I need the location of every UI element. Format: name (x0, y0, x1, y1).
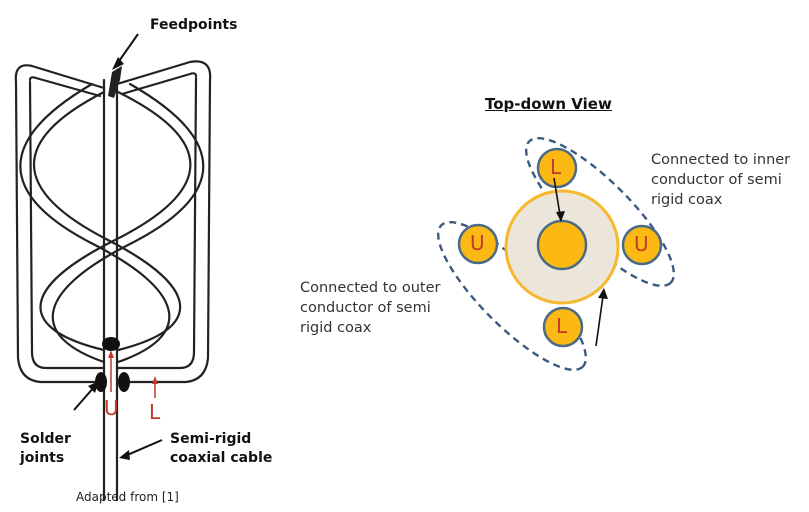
u-arrow-head (108, 350, 114, 358)
helix-strand-1 (39, 90, 192, 352)
inner-conductor-note: Connected to inner conductor of semi rig… (651, 150, 790, 210)
solder-arrow (73, 385, 96, 411)
helix-strand-2 (33, 90, 182, 352)
helix-loop-outer-c (115, 60, 212, 384)
solder-joints-label: Solder joints (20, 430, 71, 468)
inner-note-line-3: rigid coax (651, 192, 723, 208)
outer-note-line-2: conductor of semi (300, 300, 431, 316)
node-right-u (621, 224, 663, 266)
helix-loop-outer-a (14, 64, 108, 384)
node-right-label: U (634, 232, 649, 256)
helix-strand-1b (51, 82, 205, 364)
helix-strand-2b (19, 82, 171, 364)
node-left-u (457, 223, 499, 265)
helix-loop-outer-d (120, 72, 198, 96)
outer-note-line-3: rigid coax (300, 320, 372, 336)
feedpoint-bend (108, 66, 122, 98)
coax-cable-label: Semi-rigid coaxial cable (170, 430, 272, 468)
inner-note-line-2: conductor of semi (651, 172, 782, 188)
solder-joint-top (102, 337, 120, 351)
outer-conductor-note: Connected to outer conductor of semi rig… (300, 278, 440, 338)
helix-inner-box-right (115, 76, 198, 370)
top-down-view-title: Top-down View (485, 95, 612, 113)
coax-arrow (124, 439, 163, 457)
coax-cable-line-2: coaxial cable (170, 450, 273, 466)
feedpoints-arrow-head (112, 57, 124, 70)
node-top-l (536, 147, 578, 189)
node-top-label: L (550, 155, 562, 179)
node-bottom-l (542, 306, 584, 348)
coax-arrow-head (119, 450, 130, 460)
inner-conductor (536, 219, 588, 271)
inner-note-line-1: Connected to inner (651, 152, 791, 168)
helix-loop-outer-b (28, 76, 102, 98)
helix-inner-box-left (28, 80, 106, 370)
coax-cable-line-1: Semi-rigid (170, 431, 252, 447)
outer-link-arrow (595, 295, 604, 347)
inner-link-arrow (553, 177, 561, 216)
feedpoints-arrow (116, 33, 139, 65)
node-bottom-label: L (556, 314, 568, 338)
outer-note-line-1: Connected to outer (300, 280, 441, 296)
credit-text: Adapted from [1] (76, 490, 179, 504)
l-mark: L (149, 400, 161, 424)
solder-arrow-head (88, 381, 99, 393)
outer-link-arrow-head (598, 288, 608, 299)
l-arrow-head (152, 376, 158, 384)
node-left-label: U (470, 231, 485, 255)
solder-joint-left (95, 372, 107, 392)
feedpoints-label: Feedpoints (150, 17, 238, 33)
inner-link-arrow-head (556, 211, 565, 222)
solder-joints-line-2: joints (20, 450, 65, 466)
u-mark: U (104, 396, 119, 420)
solder-joint-right (118, 372, 130, 392)
solder-joints-line-1: Solder (20, 431, 71, 447)
